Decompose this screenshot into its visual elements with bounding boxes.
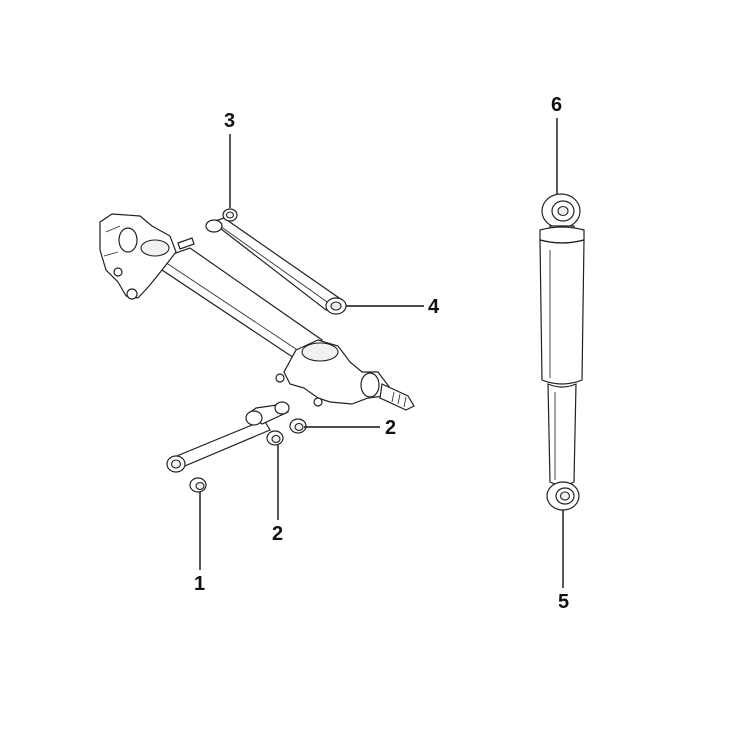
callout-3: 3 — [224, 110, 236, 132]
lower-link-bushing-2b — [289, 418, 307, 434]
callout-6: 6 — [551, 94, 563, 116]
lower-link-bushing-1 — [189, 477, 207, 493]
lower-link — [166, 401, 290, 473]
rear-axle-beam — [99, 213, 415, 411]
shock-absorber — [539, 193, 585, 511]
callout-2b: 2 — [385, 417, 397, 439]
upper-link — [205, 217, 347, 315]
callout-4: 4 — [428, 296, 440, 318]
callout-1: 1 — [194, 573, 206, 595]
callout-2a: 2 — [272, 523, 284, 545]
lower-link-bushing-2a — [266, 430, 284, 446]
upper-link-bushing — [222, 208, 238, 222]
callout-5: 5 — [558, 591, 570, 613]
